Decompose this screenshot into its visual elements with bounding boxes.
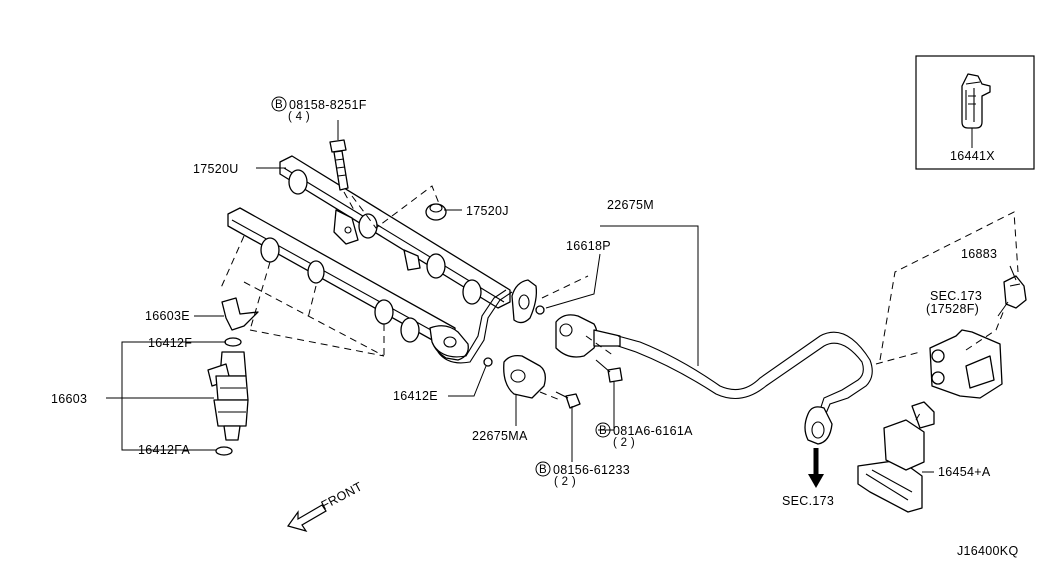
label-o-ring-e: 16412E: [393, 389, 438, 403]
label-insulator: 17520J: [466, 204, 509, 218]
badge-b-icon: B: [539, 464, 547, 476]
label-bolt-top: 08158-8251F: [289, 98, 367, 112]
label-sec173-top: SEC.173: [930, 289, 982, 303]
fuel-tube-22675m: [555, 314, 873, 445]
bracket-sec173: [929, 329, 1003, 399]
label-damper: 22675MA: [472, 429, 528, 443]
rail-flange: [511, 279, 538, 324]
label-clip-16603e: 16603E: [145, 309, 190, 323]
label-bolt-8156: 08156-61233: [553, 463, 630, 477]
label-bolt-8156-qty: ( 2 ): [554, 476, 576, 488]
seal-16618p: [535, 305, 545, 315]
label-front: FRONT: [319, 479, 365, 512]
fuel-rail-upper: [279, 155, 511, 309]
label-injector: 16603: [51, 392, 87, 406]
injector-16603: [207, 337, 249, 456]
badge-b-icon: B: [275, 99, 283, 111]
label-o-ring-fa: 16412FA: [138, 443, 191, 457]
badge-b-icon: B: [599, 425, 607, 437]
damper-22675ma: [483, 354, 546, 399]
label-seal-16618p: 16618P: [566, 239, 611, 253]
inset-part-label: 16441X: [950, 149, 995, 163]
badge-bolt-8156: B: [535, 461, 551, 477]
front-arrow: FRONT: [287, 479, 365, 533]
crossover-tube: [437, 291, 513, 364]
label-bolt-81a6: 081A6-6161A: [613, 424, 693, 438]
label-tube-assembly: 22675M: [607, 198, 654, 212]
label-connector-16883: 16883: [961, 247, 997, 261]
clip-16441x-illustration: [961, 73, 991, 129]
insulator-17520j: [425, 203, 447, 221]
label-o-ring-f: 16412F: [148, 336, 192, 350]
inset-box: 16441X: [915, 55, 1035, 170]
label-diagram-code: J16400KQ: [957, 544, 1018, 558]
sec173-arrow: [808, 448, 824, 488]
label-bracket: 16454+A: [938, 465, 991, 479]
leader-lines: [106, 120, 1017, 473]
label-rail-upper: 17520U: [193, 162, 239, 176]
bolt-8156: [555, 391, 581, 409]
label-bolt-81a6-qty: ( 2 ): [613, 437, 635, 449]
clip-16603e: [221, 297, 259, 331]
label-sec173-sub: (17528F): [926, 302, 979, 316]
guide-lines: [219, 185, 1019, 421]
label-sec173-arrow: SEC.173: [782, 494, 834, 508]
badge-bolt-81a6: B: [595, 422, 611, 438]
bolt-top: [329, 139, 349, 191]
label-bolt-top-qty: ( 4 ): [288, 111, 310, 123]
bolt-81a6: [595, 359, 623, 383]
bracket-16454a: [857, 401, 935, 513]
badge-bolt-top: B: [271, 96, 287, 112]
